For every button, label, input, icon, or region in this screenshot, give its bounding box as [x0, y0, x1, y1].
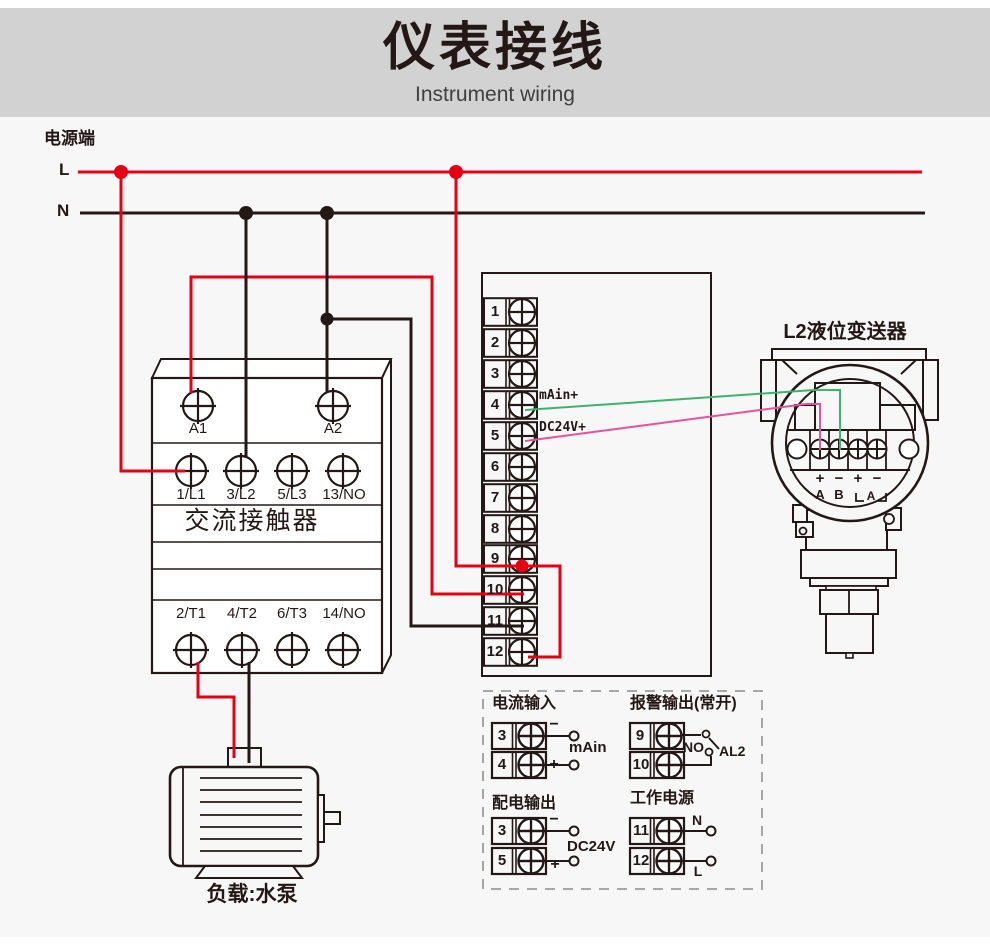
- transmitter-title: L2液位变送器: [783, 321, 907, 343]
- bracket-right: [878, 493, 887, 502]
- terminal-number-11: 11: [487, 612, 503, 629]
- alarm-output-terminal-10: 10: [632, 756, 650, 773]
- instrument-box: [481, 272, 712, 677]
- detail-alarm-output: [628, 721, 720, 780]
- pink-signal-wire: [524, 403, 821, 450]
- power-output-minus: −: [549, 811, 559, 828]
- power-output-title: 配电输出: [492, 795, 557, 812]
- terminal-number-2: 2: [490, 334, 500, 351]
- switch-contact-bottom: [704, 747, 714, 757]
- contactor-terminal-13no: 13/NO: [322, 486, 366, 503]
- contactor-terminal-5l3: 5/L3: [277, 486, 307, 503]
- terminal-4-signal-label: mAin+: [539, 388, 579, 403]
- transmitter-sign-3: +: [853, 470, 863, 487]
- working-power-terminal-12: 12: [632, 852, 650, 869]
- alarm-output-terminal-9: 9: [635, 727, 645, 744]
- page-subtitle: Instrument wiring: [415, 83, 575, 106]
- terminal-5-signal-label: DC24V+: [539, 420, 586, 435]
- contactor-terminal-1l1: 1/L1: [176, 486, 206, 503]
- black-wires: [244, 213, 524, 763]
- transmitter-sign-4: −: [872, 470, 882, 487]
- power-output-terminal-3: 3: [497, 822, 507, 839]
- current-input-signal-label: mAin: [569, 739, 607, 756]
- power-output-plus: +: [550, 856, 560, 873]
- switch-contact-top: [701, 729, 711, 739]
- current-input-minus: −: [549, 716, 559, 733]
- bracket-left: [855, 493, 864, 502]
- contactor-name: 交流接触器: [184, 506, 320, 535]
- current-input-terminal-3: 3: [497, 727, 507, 744]
- contactor-terminal-14no: 14/NO: [322, 605, 366, 622]
- contactor-terminal-a1: A1: [188, 420, 208, 437]
- terminal-strip: [483, 297, 538, 667]
- title-banner: 仪表接线 Instrument wiring: [0, 8, 990, 117]
- motor-symbol: [168, 747, 341, 879]
- detail-dashed-frame: [482, 690, 763, 890]
- contactor-terminal-4t2: 4/T2: [226, 605, 258, 622]
- terminal-number-3: 3: [490, 365, 500, 382]
- power-output-terminal-5: 5: [497, 852, 507, 869]
- motor-load-label: 负载:水泵: [206, 883, 298, 906]
- contactor-terminal-a2: A2: [323, 420, 343, 437]
- green-signal-wire: [524, 389, 841, 450]
- alarm-output-title: 报警输出(常开): [630, 695, 737, 712]
- transmitter-sign-2: −: [834, 470, 844, 487]
- transmitter-terminal-a2: A: [866, 489, 876, 503]
- page-title: 仪表接线: [382, 19, 607, 77]
- detail-power-output: [490, 816, 580, 876]
- neutral-line-label: N: [57, 201, 70, 220]
- terminal-number-10: 10: [486, 581, 504, 598]
- working-power-title: 工作电源: [630, 790, 695, 807]
- alarm-output-al2-label: AL2: [719, 743, 746, 759]
- switch-lever: [708, 737, 720, 750]
- working-power-terminal-11: 11: [633, 822, 649, 839]
- terminal-number-8: 8: [490, 520, 500, 537]
- alarm-output-no-label: NO: [683, 739, 704, 755]
- transmitter-sign-1: +: [815, 470, 825, 487]
- terminal-number-9: 9: [490, 550, 500, 567]
- contactor-terminal-6t3: 6/T3: [276, 605, 308, 622]
- working-power-l-label: L: [693, 863, 703, 879]
- power-source-label: 电源端: [44, 129, 95, 148]
- power-bus: [78, 170, 925, 215]
- terminal-number-6: 6: [490, 458, 500, 475]
- live-line-label: L: [59, 160, 70, 179]
- detail-current-input: [490, 721, 580, 780]
- contactor-terminal-2t1: 2/T1: [175, 605, 207, 622]
- contactor-symbol: [150, 358, 393, 675]
- terminal-number-12: 12: [486, 643, 504, 660]
- junction-dots: [114, 165, 529, 573]
- working-power-n-label: N: [691, 812, 703, 828]
- transmitter-terminal-b: B: [834, 487, 844, 502]
- terminal-number-5: 5: [490, 427, 500, 444]
- current-input-title: 电流输入: [492, 695, 557, 712]
- terminal-number-7: 7: [490, 489, 500, 506]
- red-wires: [119, 172, 562, 758]
- contactor-terminal-3l2: 3/L2: [226, 486, 256, 503]
- terminal-number-1: 1: [490, 303, 500, 320]
- transmitter-terminal-a: A: [815, 487, 825, 502]
- power-output-voltage-label: DC24V: [567, 838, 616, 855]
- current-input-terminal-4: 4: [497, 756, 507, 773]
- current-input-plus: +: [549, 756, 559, 773]
- terminal-number-4: 4: [490, 396, 500, 413]
- detail-working-power: [628, 816, 717, 876]
- transmitter-symbol: [760, 348, 939, 659]
